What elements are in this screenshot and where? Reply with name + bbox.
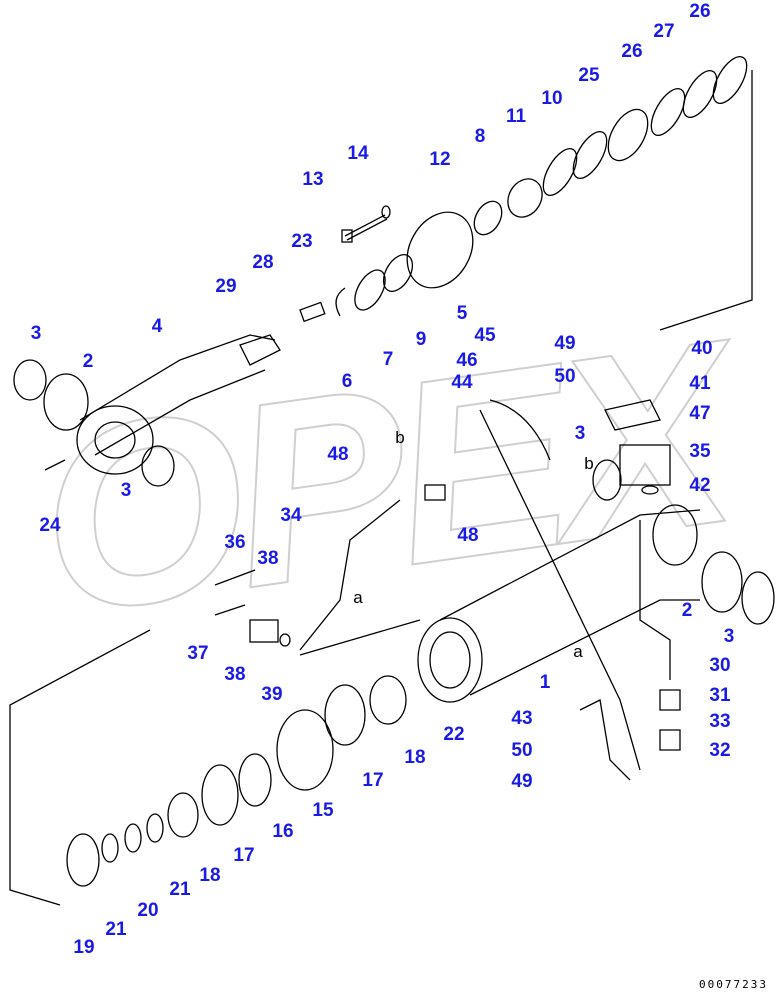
part-number-label: 17 [233,845,255,866]
part-number-label: 3 [574,423,586,444]
part-number-label: 16 [272,821,294,842]
piston-rod [76,301,326,475]
rings-top-right [335,56,753,331]
part-number-label: 28 [252,252,274,273]
part-number-label: 40 [691,338,713,359]
reference-letter-a: a [353,588,363,607]
part-number-label: 33 [709,711,731,732]
reference-letter-b: b [584,454,594,473]
part-number-label: 7 [382,349,394,370]
part-number-label: 38 [224,664,246,685]
part-number-label: 20 [137,900,159,921]
part-number-label: 18 [404,747,426,768]
part-number-label: 2 [82,351,94,372]
part-number-label: 10 [541,88,563,109]
part-number-label: 5 [456,303,468,324]
part-number-label: 9 [415,329,427,350]
part-number-label: 19 [73,937,95,958]
part-number-label: 36 [224,532,246,553]
drawing-code: 00077233 [699,978,768,991]
part-number-label: 21 [169,879,191,900]
part-number-label: 25 [578,65,600,86]
part-number-label: 8 [474,126,486,147]
part-number-label: 27 [653,21,675,42]
part-number-label: 6 [341,371,353,392]
part-number-label: 14 [347,143,369,164]
reference-letter-b: b [395,428,405,447]
part-number-label: 15 [312,800,334,821]
part-number-label: 11 [505,106,527,127]
part-number-label: 38 [257,548,279,569]
part-number-label: 12 [429,149,451,170]
part-number-label: 49 [511,771,533,792]
part-number-label: 35 [689,441,711,462]
part-number-label: 4 [151,316,163,337]
part-number-label: 2 [681,600,693,621]
part-number-label: 13 [302,169,324,190]
part-number-label: 1 [539,672,551,693]
part-number-label: 46 [456,350,478,371]
part-number-label: 31 [709,685,731,706]
part-number-label: 22 [443,724,465,745]
part-number-label: 50 [511,740,533,761]
part-number-label: 48 [327,444,349,465]
part-number-label: 32 [709,740,731,761]
part-number-label: 18 [199,865,221,886]
part-number-label: 29 [215,276,237,297]
part-number-label: 21 [105,919,127,940]
part-number-label: 3 [120,480,132,501]
part-number-label: 26 [621,41,643,62]
part-number-label: 39 [261,684,283,705]
reference-letter-a: a [573,642,583,661]
part-number-label: 49 [554,333,576,354]
part-number-label: 43 [511,708,533,729]
part-number-label: 30 [709,655,731,676]
part-number-label: 34 [280,505,302,526]
part-number-label: 24 [39,515,61,536]
part-number-label: 23 [291,231,313,252]
cylinder-tube [417,504,775,703]
part-number-label: 41 [689,373,711,394]
part-number-label: 37 [187,643,209,664]
part-number-label: 44 [451,372,473,393]
part-number-label: 17 [362,770,384,791]
part-number-label: 47 [689,403,711,424]
part-number-label: 48 [457,525,479,546]
part-number-label: 3 [723,626,735,647]
piston-parts [9,629,407,906]
part-number-label: 50 [554,366,576,387]
part-number-label: 26 [689,1,711,22]
part-number-label: 45 [474,325,496,346]
part-number-label: 42 [689,475,711,496]
part-number-label: 3 [30,323,42,344]
